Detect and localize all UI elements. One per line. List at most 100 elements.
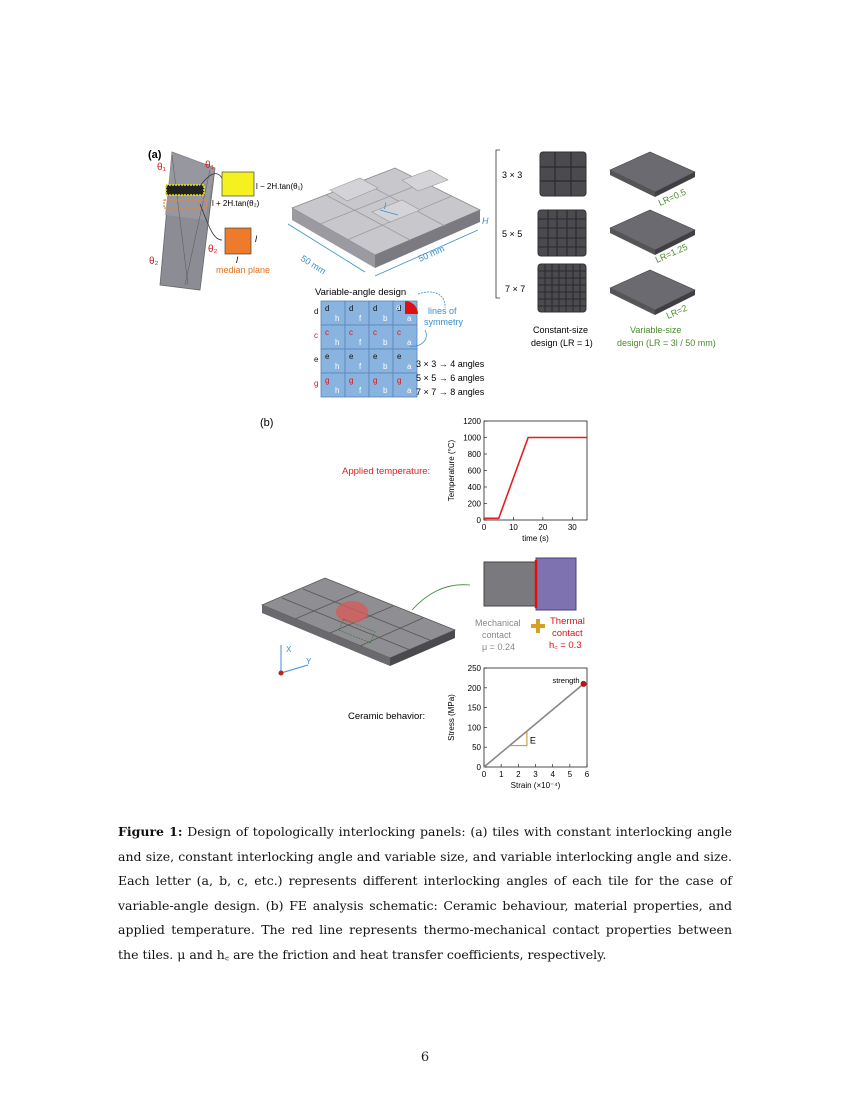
x-tick-label: 30: [568, 523, 577, 532]
x-tick-label: 1: [499, 770, 504, 779]
grid-cell-letter: e: [373, 352, 378, 361]
grid-7x7: 7 × 7: [505, 284, 525, 294]
median-plane-square: [224, 227, 252, 255]
y-tick-label: 1000: [463, 434, 481, 443]
ceramic-behavior-label: Ceramic behavior:: [348, 711, 425, 722]
y-tick-label: 0: [477, 763, 482, 772]
series-line: [484, 436, 587, 520]
grid-cell-sub: a: [407, 314, 412, 323]
weave-3x3: [539, 151, 587, 197]
grid-cell-sub: h: [335, 314, 339, 323]
formula-top: l − 2H.tan(θ₁): [256, 182, 303, 191]
grid-cell-sub: a: [407, 362, 412, 371]
variable-size-panels: [609, 151, 696, 315]
median-plane-label: median plane: [216, 265, 270, 275]
angles-3x3: 3 × 3 → 4 angles: [416, 359, 485, 369]
y-tick-label: 800: [468, 450, 482, 459]
grid-cell-sub: f: [359, 338, 362, 347]
weave-5x5: [537, 209, 587, 257]
y-axis-label: Temperature (°C): [447, 439, 456, 501]
y-tick-label: 100: [468, 723, 482, 732]
hc-value: h꜀ = 0.3: [549, 640, 582, 651]
panel-b-label: (b): [260, 417, 273, 429]
x-tick-label: 6: [585, 770, 590, 779]
grid-row-label: g: [314, 379, 318, 388]
strength-label: strength: [552, 676, 579, 685]
grid-cell: [320, 348, 346, 374]
y-tick-label: 200: [468, 684, 482, 693]
grid-cell-sub: b: [383, 362, 388, 371]
theta2-right: θ₂: [208, 244, 218, 255]
modulus-triangle: [509, 731, 528, 747]
page-number: 6: [420, 1050, 430, 1065]
strength-point: [580, 680, 587, 687]
y-tick-label: 400: [468, 483, 482, 492]
y-tick-label: 50: [472, 743, 481, 752]
grid-cell: [392, 324, 418, 350]
grid-row-label: c: [314, 331, 318, 340]
weave-7x7: [537, 263, 587, 313]
contact-detail: [483, 557, 577, 611]
grid-cell-sub: a: [407, 338, 412, 347]
grid-cell: [368, 348, 394, 374]
grid-cell-letter: g: [373, 376, 377, 385]
grid-cell-sub: b: [383, 386, 388, 395]
grid-cell-letter: d: [325, 304, 329, 313]
axis-y-label: Y: [306, 657, 312, 666]
mu-value: μ = 0.24: [482, 642, 515, 652]
grid-cell-sub: h: [335, 386, 339, 395]
variable-size-label: Variable-size: [630, 325, 681, 335]
caption-label: Figure 1:: [118, 824, 183, 839]
thermal-contact-label: Thermal: [550, 616, 585, 627]
grid-cell-letter: d: [373, 304, 377, 313]
fe-panel: [260, 577, 471, 666]
theta2-left: θ₂: [149, 256, 159, 267]
grid-cell-sub: f: [359, 314, 362, 323]
corner-a: a: [396, 303, 401, 312]
grid-cell-letter: e: [349, 352, 354, 361]
grid-cell-letter: c: [397, 328, 401, 337]
grid-cell-letter: c: [325, 328, 329, 337]
y-tick-label: 1200: [463, 417, 481, 426]
x-axis-label: time (s): [522, 534, 549, 543]
grid-5x5: 5 × 5: [502, 229, 522, 239]
mechanical-contact-label-2: contact: [482, 630, 512, 640]
grid-cell-sub: f: [359, 386, 362, 395]
grid-cell-sub: h: [335, 362, 339, 371]
x-tick-label: 4: [550, 770, 555, 779]
grid-cell-letter: g: [325, 376, 329, 385]
angles-7x7: 7 × 7 → 8 angles: [416, 387, 485, 397]
modulus-label: E: [530, 736, 536, 746]
y-tick-label: 150: [468, 704, 482, 713]
l-side-label: l: [255, 234, 258, 244]
y-tick-label: 250: [468, 664, 482, 673]
grid-cell: [368, 372, 394, 398]
series-line: [483, 683, 585, 768]
grid-cell-sub: f: [359, 362, 362, 371]
grid-cell-letter: g: [349, 376, 353, 385]
angles-5x5: 5 × 5 → 6 angles: [416, 373, 485, 383]
grid-cell-letter: d: [397, 304, 401, 313]
x-tick-label: 10: [509, 523, 518, 532]
panel-3d-view: l H 50 mm 50 mm: [287, 167, 489, 277]
y-tick-label: 600: [468, 467, 482, 476]
lines-of-symmetry-1: lines of: [428, 306, 457, 316]
axis-x-label: X: [286, 645, 292, 654]
x-tick-label: 0: [482, 523, 487, 532]
dim-l: l: [384, 201, 387, 211]
x-tick-label: 2: [516, 770, 521, 779]
y-tick-label: 200: [468, 500, 482, 509]
panel-a-label: (a): [148, 149, 162, 161]
caption-text: Design of topologically interlocking pan…: [118, 824, 732, 962]
y-axis-label: Stress (MPa): [447, 694, 456, 741]
plot-frame: [483, 420, 588, 521]
grid-cell-letter: c: [373, 328, 377, 337]
formula-bottom: l + 2H.tan(θ₂): [212, 199, 260, 208]
grid-cell: [392, 348, 418, 374]
grid-cell-letter: e: [325, 352, 330, 361]
theta1-left: θ₁: [157, 162, 167, 173]
grid-cell: [368, 300, 394, 326]
grid-cell-letter: c: [349, 328, 353, 337]
